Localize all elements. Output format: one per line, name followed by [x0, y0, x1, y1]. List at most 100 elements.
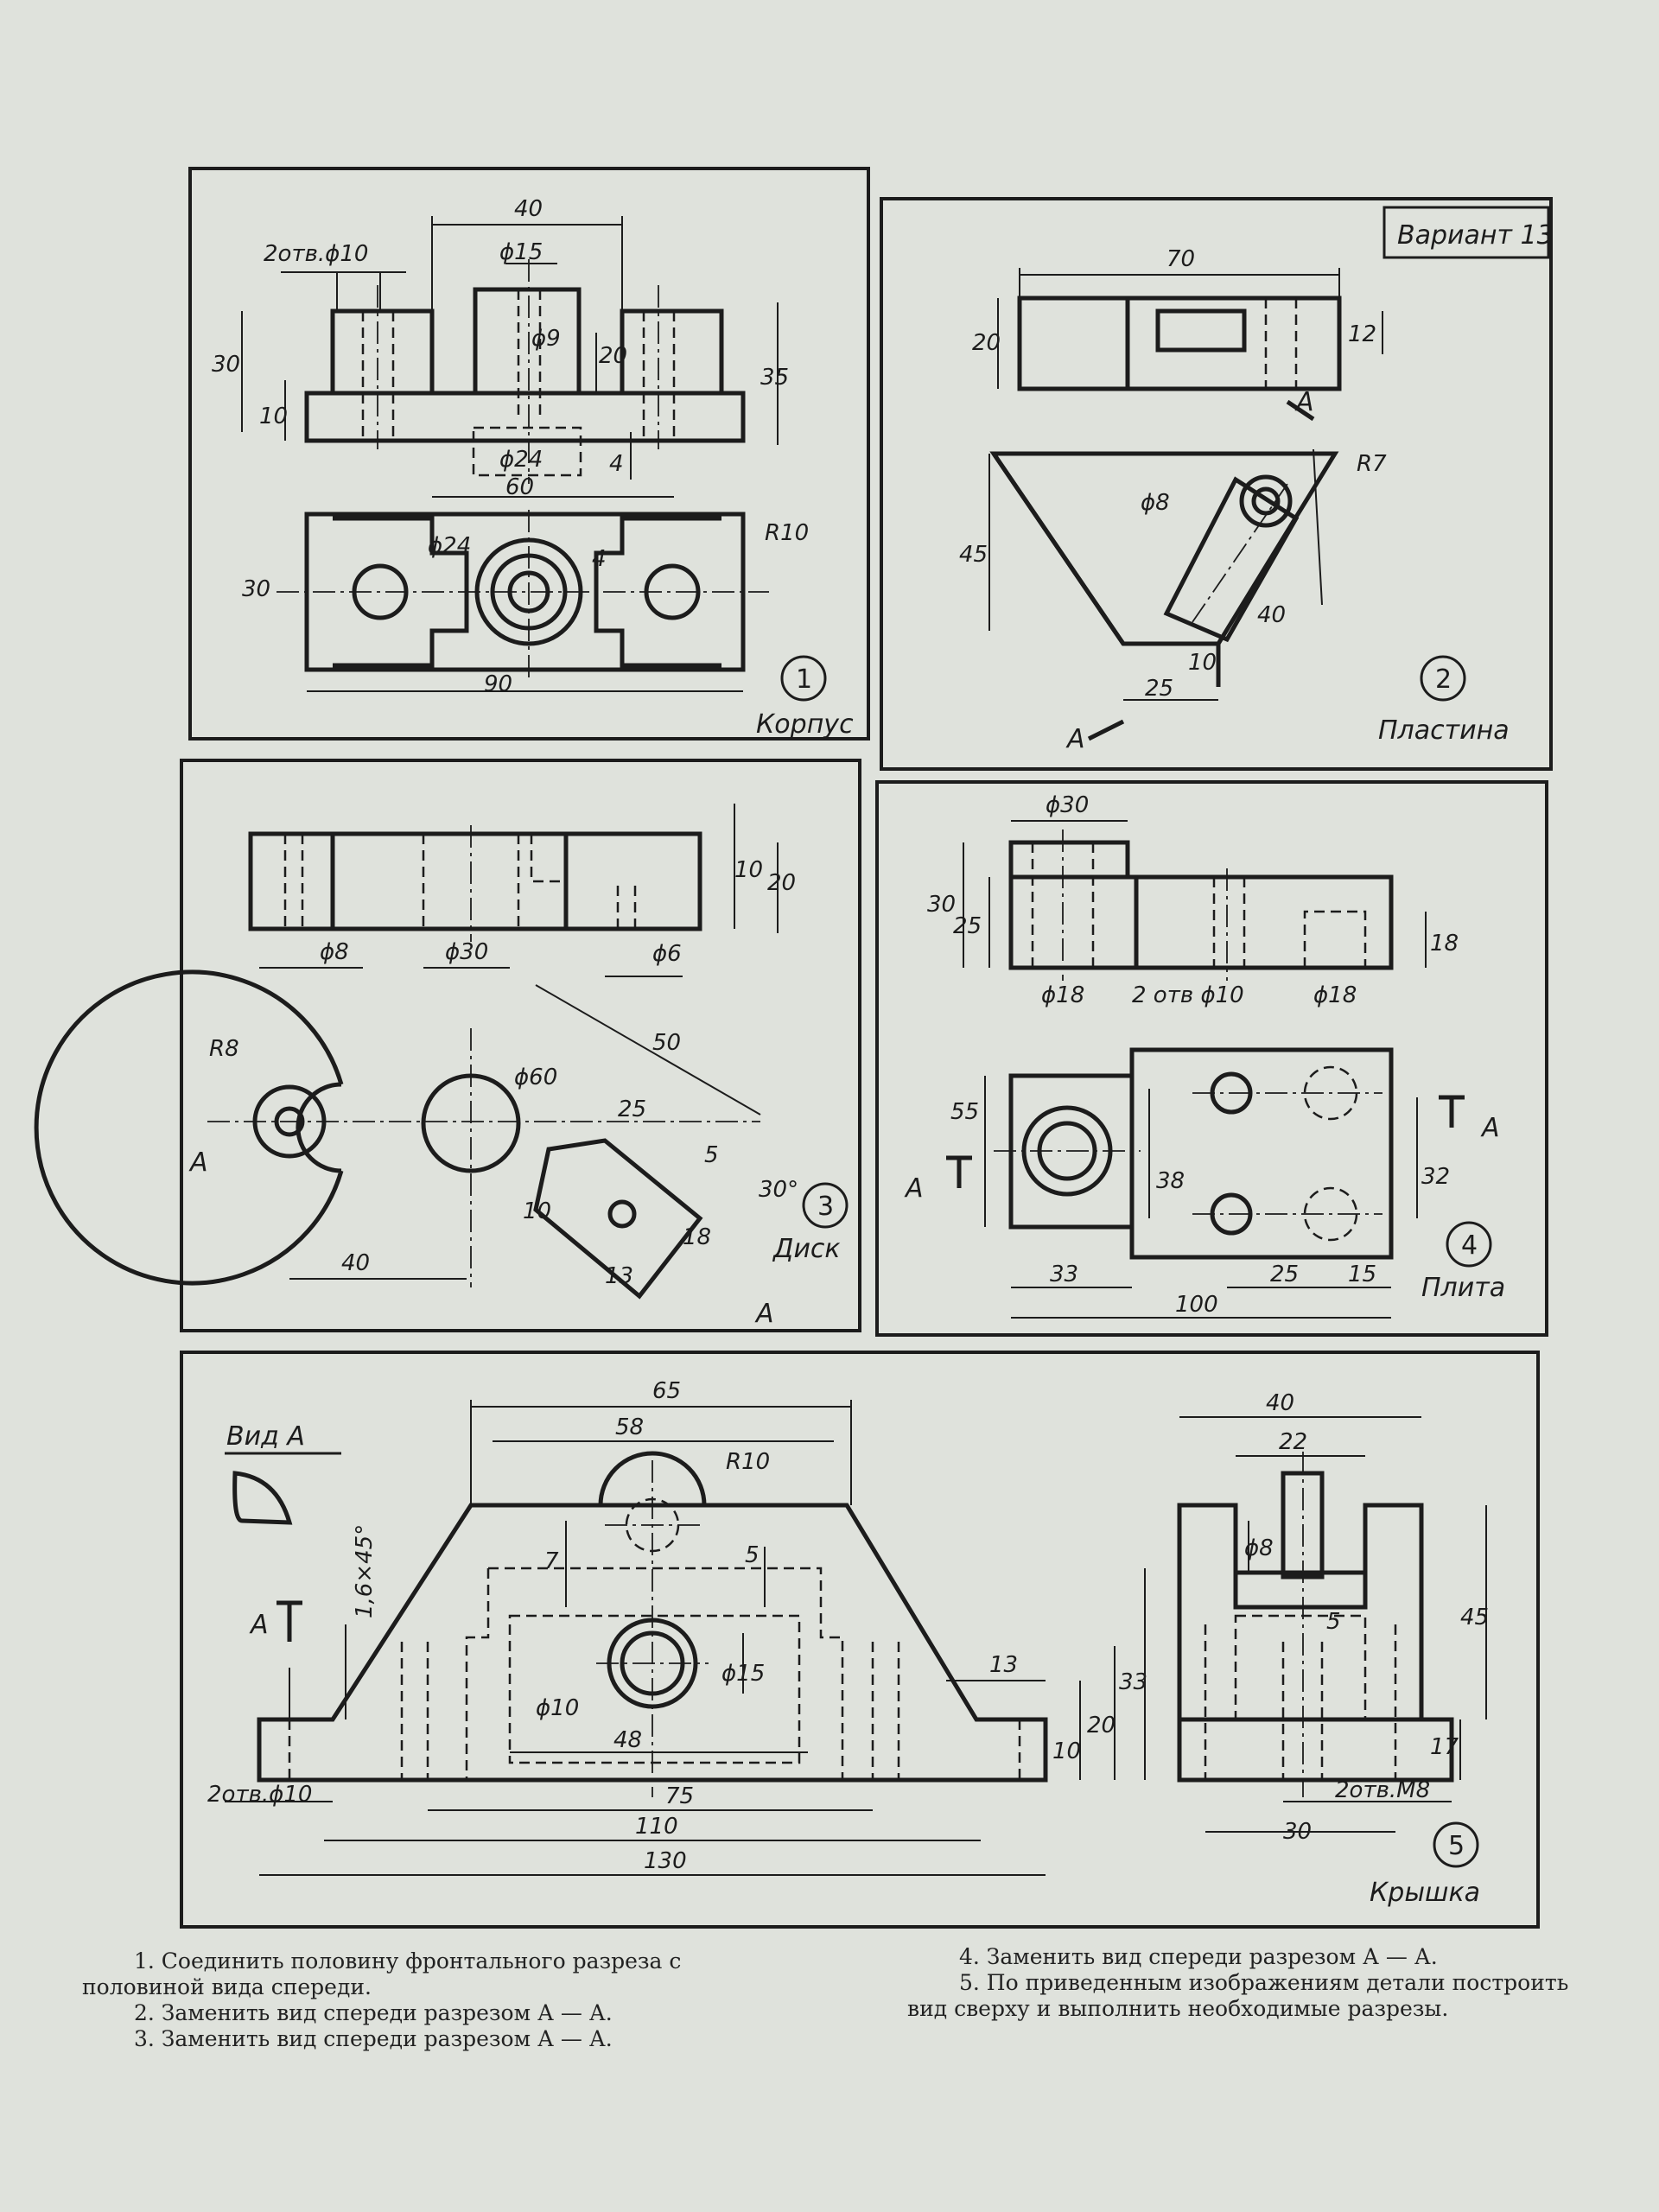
panel-1-frame	[188, 167, 870, 741]
panel-5-title: Крышка	[1370, 1878, 1480, 1908]
p1-dim-7: 10	[259, 404, 288, 429]
p5-dim-1: 58	[615, 1414, 644, 1440]
p4-dim-11: 32	[1421, 1164, 1450, 1190]
p5-dim-8: ϕ10	[536, 1695, 579, 1721]
p1-dim-11: ϕ24	[428, 533, 471, 559]
panel-2-drawing	[988, 268, 1383, 741]
p5-dim-15: 75	[665, 1783, 694, 1809]
p2-dim-5: ϕ8	[1141, 490, 1170, 516]
p3-dim-9: A	[188, 1147, 208, 1178]
panel-3-frame	[180, 759, 861, 1332]
p1-dim-10: 60	[505, 474, 534, 500]
p1-dim-3: ϕ9	[531, 326, 561, 352]
p4-dim-6: ϕ18	[1313, 982, 1357, 1008]
p2-dim-3: A	[1294, 387, 1314, 417]
panel-1-number-circle	[780, 655, 827, 702]
p4-dim-10: 38	[1156, 1168, 1185, 1194]
p5-dim-20: ϕ8	[1244, 1535, 1274, 1561]
tasks-right: 4. Заменить вид спереди разрезом А — А. …	[907, 1944, 1568, 2022]
panel-3-drawing	[34, 804, 779, 1300]
p5-dim-3: 7	[544, 1548, 559, 1574]
p1-dim-9: 4	[609, 451, 624, 477]
p5-dim-19: 22	[1279, 1429, 1307, 1455]
p3-dim-10: 5	[704, 1142, 719, 1168]
task-5a: 5. По приведенным изображениям детали по…	[959, 1970, 1569, 1995]
p3-dim-11: 30°	[759, 1177, 798, 1203]
task-2: 2. Заменить вид спереди разрезом А — А.	[134, 2000, 613, 2025]
p3-dim-15: 13	[605, 1263, 633, 1289]
panel-5-drawing	[225, 1400, 1487, 1876]
panel-4-number: 4	[1461, 1230, 1478, 1261]
p5-dim-24: 2отв.M8	[1335, 1777, 1430, 1803]
task-1b: половиной вида спереди.	[82, 1974, 372, 1999]
variant-label: Вариант 13	[1397, 220, 1554, 251]
panel-5-view-label: Вид А	[226, 1421, 305, 1452]
p1-dim-14: 4	[592, 546, 607, 572]
panel-1-drawing	[241, 216, 779, 692]
p5-dim-2: R10	[726, 1449, 770, 1475]
p5-dim-25: 30	[1283, 1819, 1312, 1845]
panel-4-drawing	[946, 820, 1465, 1319]
panel-5-number: 5	[1448, 1831, 1465, 1861]
p5-dim-16: 110	[635, 1814, 678, 1840]
p3-dim-6: R8	[209, 1036, 239, 1062]
p4-dim-1: 30	[927, 892, 956, 918]
variant-box	[1382, 206, 1550, 259]
p5-dim-9: 48	[613, 1727, 642, 1753]
p3-dim-12: 10	[523, 1198, 551, 1224]
p5-dim-21: 45	[1460, 1605, 1489, 1630]
p1-dim-6: 35	[760, 365, 789, 391]
p2-dim-7: 40	[1257, 602, 1286, 628]
p1-dim-12: R10	[765, 520, 809, 546]
p4-dim-15: 100	[1175, 1292, 1218, 1318]
p1-dim-8: ϕ24	[499, 447, 543, 473]
p5-dim-12: 20	[1087, 1713, 1116, 1738]
p5-dim-7: ϕ15	[721, 1661, 765, 1687]
panel-3-number: 3	[817, 1192, 834, 1222]
p5-dim-10: 13	[989, 1652, 1018, 1678]
p1-dim-13: 30	[242, 576, 270, 602]
p4-dim-14: 15	[1348, 1262, 1376, 1287]
p5-dim-22: 5	[1326, 1609, 1341, 1635]
p1-dim-1: 2отв.ϕ10	[264, 241, 368, 267]
p3-dim-3: ϕ30	[445, 939, 488, 965]
p3-dim-13: 18	[683, 1224, 711, 1250]
p2-dim-10: A	[1065, 724, 1085, 754]
panel-2-title: Пластина	[1378, 715, 1510, 746]
p3-dim-0: 10	[734, 857, 763, 883]
p3-dim-2: ϕ8	[320, 939, 349, 965]
p5-dim-11: 10	[1052, 1738, 1081, 1764]
p3-dim-4: ϕ6	[652, 941, 682, 967]
panel-4-frame	[875, 780, 1548, 1337]
p5-dim-13: 33	[1119, 1669, 1147, 1695]
p1-dim-0: 40	[514, 196, 543, 222]
p4-dim-13: 25	[1270, 1262, 1299, 1287]
p3-dim-14: 40	[341, 1250, 370, 1276]
p4-dim-3: 18	[1430, 931, 1459, 957]
p2-dim-9: 25	[1145, 676, 1173, 702]
p1-dim-15: 90	[484, 671, 512, 697]
p3-dim-16: A	[754, 1299, 774, 1329]
p5-dim-6: 1,6×45°	[352, 1524, 378, 1618]
p4-dim-8: A	[1480, 1113, 1500, 1143]
p2-dim-2: 12	[1348, 321, 1376, 347]
p2-dim-0: 70	[1166, 246, 1195, 272]
p1-dim-5: 30	[212, 352, 240, 378]
p4-dim-0: ϕ30	[1046, 792, 1089, 818]
task-1a: 1. Соединить половину фронтального разре…	[134, 1948, 682, 1974]
panel-4-number-circle	[1446, 1221, 1492, 1268]
p4-dim-7: 55	[950, 1099, 979, 1125]
p3-dim-5: 50	[652, 1030, 681, 1056]
p2-dim-6: 45	[959, 542, 988, 568]
panel-2-frame	[880, 197, 1553, 771]
panel-1-number: 1	[796, 664, 812, 695]
panel-2-number: 2	[1435, 664, 1452, 695]
p4-dim-5: 2 отв ϕ10	[1132, 982, 1244, 1008]
p2-dim-1: 20	[972, 330, 1001, 356]
task-5b: вид сверху и выполнить необходимые разре…	[907, 1996, 1449, 2021]
p3-dim-7: ϕ60	[514, 1065, 557, 1090]
p3-dim-1: 20	[767, 870, 796, 896]
p5-dim-4: 5	[745, 1542, 760, 1568]
p5-dim-17: 130	[644, 1848, 687, 1874]
